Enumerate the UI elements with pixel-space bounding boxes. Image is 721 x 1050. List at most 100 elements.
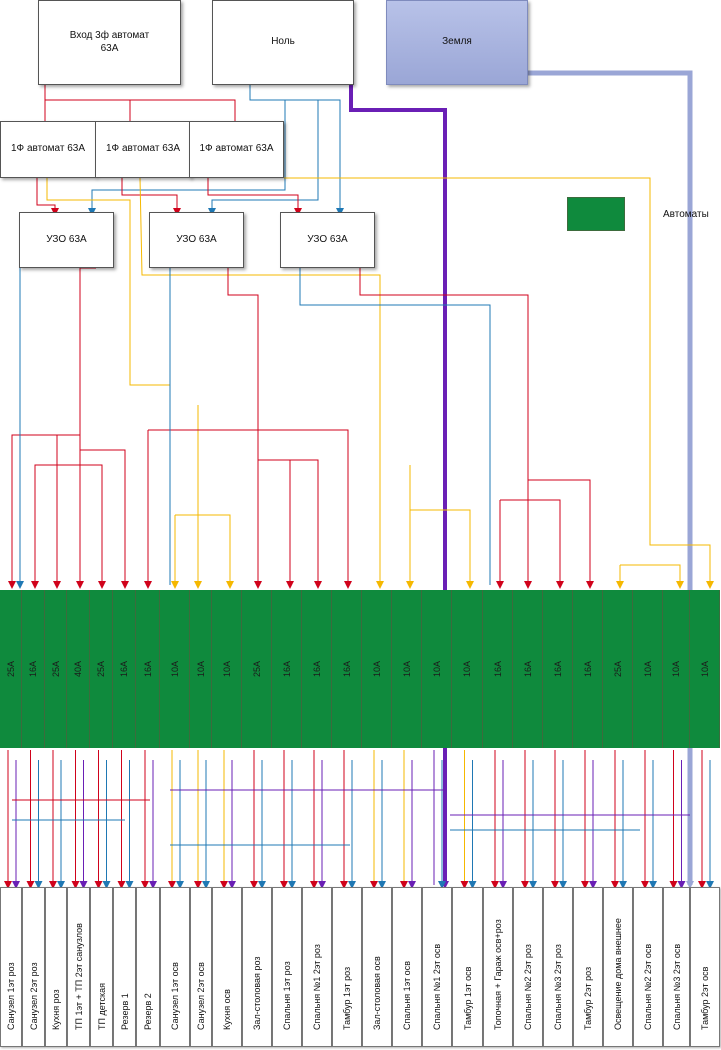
breaker-rating: 10А — [671, 660, 681, 678]
rcd1-out — [31, 464, 80, 589]
breaker-rating: 10А — [195, 660, 206, 678]
rcd1-out — [80, 464, 106, 589]
legend-label: Автоматы — [663, 209, 709, 220]
rcd2-out — [148, 429, 352, 589]
light-feed — [284, 177, 714, 589]
load-label: Спальня 1эт роз — [282, 961, 292, 1030]
load-24: Спальня №2 2эт осв — [633, 887, 663, 1047]
load-22: Тамбур 2эт роз — [573, 887, 603, 1047]
breaker-rating: 10А — [699, 660, 710, 678]
ground-box: Земля — [386, 0, 528, 85]
rcd1-out — [8, 267, 96, 589]
breaker-rating: 10А — [642, 660, 653, 678]
load-17: Спальня №1 2эт осв — [422, 887, 452, 1047]
load-1: Санузел 1эт роз — [0, 887, 22, 1047]
breaker-rating: 25А — [50, 660, 61, 678]
load-label: Спальня №2 2эт осв — [643, 943, 653, 1030]
breaker-21: 16А — [543, 590, 573, 748]
breaker-19: 16А — [483, 590, 513, 748]
load-25: Спальня №3 2эт осв — [663, 887, 690, 1047]
load-7: Резерв 2 — [136, 887, 160, 1047]
breaker-18: 10А — [452, 590, 483, 748]
load-3: Кухня роз — [45, 887, 67, 1047]
phase-breaker-2: 1Ф автомат 63А — [95, 121, 191, 178]
neutral-wire — [88, 100, 286, 216]
breaker-rating: 10А — [462, 660, 472, 678]
load-16: Спальня 1эт осв — [392, 887, 422, 1047]
breaker-4: 40А — [67, 590, 90, 748]
load-5: ТП детская — [90, 887, 113, 1047]
breaker-20: 16А — [513, 590, 543, 748]
breaker-rating: 10А — [431, 660, 442, 678]
rcd-3: УЗО 63А — [280, 212, 375, 268]
light-feed — [410, 509, 474, 589]
light-feed — [620, 564, 684, 589]
load-2: Санузел 2эт роз — [22, 887, 45, 1047]
rcd2-out — [258, 459, 322, 589]
load-label: Резерв 1 — [119, 993, 130, 1030]
rcd2-out — [227, 268, 262, 589]
breaker-7: 16А — [136, 590, 160, 748]
breaker-23: 25А — [603, 590, 633, 748]
breaker-11: 25А — [242, 590, 272, 748]
breaker-rating: 16А — [281, 660, 292, 678]
breaker-25: 10А — [663, 590, 690, 748]
breaker-rating: 40А — [73, 660, 83, 678]
load-label: Санузел 1эт роз — [6, 962, 16, 1030]
load-label: Санузел 2эт осв — [196, 962, 206, 1030]
rcd-1: УЗО 63А — [19, 212, 114, 268]
legend-breaker-swatch — [567, 197, 625, 231]
load-label: Спальня №3 2эт роз — [553, 944, 563, 1030]
breaker-rating: 16А — [119, 660, 129, 678]
phase-to-rcd — [36, 178, 59, 216]
breaker-2: 16А — [22, 590, 45, 748]
breaker-rating: 16А — [582, 660, 593, 678]
rcd1-out — [80, 449, 129, 589]
load-8: Санузел 1эт осв — [160, 887, 190, 1047]
breaker-12: 16А — [272, 590, 302, 748]
load-label: ТП 1эт + ТП 2эт санузлов — [73, 923, 84, 1030]
light-feed — [175, 514, 234, 589]
rcd3-out — [500, 499, 564, 589]
breaker-14: 16А — [332, 590, 362, 748]
phase-to-rcd — [207, 178, 302, 216]
phase-breaker-3: 1Ф автомат 63А — [189, 121, 284, 178]
breaker-rating: 10А — [401, 660, 412, 678]
breaker-24: 10А — [633, 590, 663, 748]
breaker-rating: 16А — [142, 660, 153, 678]
load-label: Санузел 1эт осв — [170, 962, 180, 1030]
breaker-13: 16А — [302, 590, 332, 748]
load-label: Освещение дома внешнее — [613, 918, 623, 1030]
breaker-rating: 25А — [96, 660, 106, 678]
breaker-rating: 16А — [341, 660, 352, 678]
neutral-wire — [249, 85, 344, 216]
load-label: Спальня №1 2эт роз — [312, 944, 322, 1030]
load-label: Резерв 2 — [143, 993, 153, 1030]
load-9: Санузел 2эт осв — [190, 887, 212, 1047]
load-20: Спальня №2 2эт роз — [513, 887, 543, 1047]
breaker-8: 10А — [160, 590, 190, 748]
rcd3-out — [528, 479, 594, 589]
breaker-rating: 16А — [492, 660, 503, 678]
load-6: Резерв 1 — [113, 887, 136, 1047]
breaker-rating: 10А — [371, 660, 382, 678]
input-phase-wire — [44, 85, 236, 121]
light-feed — [139, 177, 384, 589]
load-label: Тамбур 1эт роз — [342, 966, 352, 1030]
load-15: Зал-столовая осв — [362, 887, 392, 1047]
load-label: Топочная + Гараж осв+роз — [493, 919, 503, 1030]
load-4: ТП 1эт + ТП 2эт санузлов — [67, 887, 90, 1047]
breaker-6: 16А — [113, 590, 136, 748]
load-19: Топочная + Гараж осв+роз — [483, 887, 513, 1047]
breaker-16: 10А — [392, 590, 422, 748]
neutral-wire — [208, 100, 319, 216]
breaker-5: 25А — [90, 590, 113, 748]
load-23: Освещение дома внешнее — [603, 887, 633, 1047]
breaker-rating: 16А — [28, 660, 38, 678]
breaker-10: 10А — [212, 590, 242, 748]
load-label: Тамбур 2эт осв — [700, 966, 710, 1030]
light-feed — [46, 178, 171, 395]
load-label: Зал-столовая осв — [372, 956, 382, 1030]
